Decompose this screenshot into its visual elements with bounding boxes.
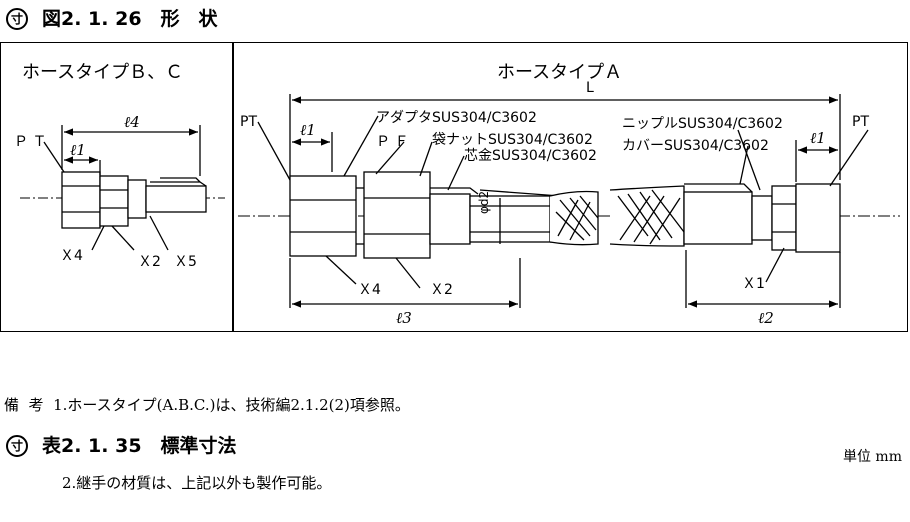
right-pt-right-label: PT (852, 114, 869, 130)
right-x2-label: Ｘ2 (430, 282, 453, 298)
right-fitting-drawing (238, 94, 900, 308)
right-l1-left-label: ℓ1 (300, 121, 316, 139)
figure-frame (0, 42, 908, 332)
left-x4-label: Ｘ4 (60, 248, 83, 264)
left-pt-label: Ｐ Ｔ (14, 134, 47, 150)
left-panel-title: ホースタイプＢ、Ｃ (22, 62, 184, 83)
dimension-mark-icon: 寸 (6, 435, 28, 457)
right-panel-title: ホースタイプＡ (497, 62, 623, 83)
left-fitting-drawing (20, 125, 225, 251)
left-x5-label: Ｘ5 (174, 254, 197, 270)
right-l1-right-label: ℓ1 (810, 129, 826, 147)
cover-material-label: カバーSUS304/C3602 (622, 138, 769, 154)
d2-label: φd2 (477, 190, 491, 214)
hose-fitting-drawing (20, 94, 900, 308)
left-l1-label: ℓ1 (70, 141, 86, 159)
table-heading: 寸表2. 1. 35 標準寸法 (6, 431, 237, 458)
nut-material-label: 袋ナットSUS304/C3602 (432, 132, 593, 148)
right-l2-label: ℓ2 (758, 309, 774, 327)
right-l3-label: ℓ3 (396, 309, 412, 327)
panel-divider (232, 42, 234, 332)
figure-heading: 寸図2. 1. 26 形 状 (6, 4, 218, 31)
table-title: 表2. 1. 35 標準寸法 (42, 435, 237, 457)
pf-label: Ｐ Ｆ (376, 134, 409, 150)
overall-length-label: L (586, 80, 594, 96)
figure-title: 図2. 1. 26 形 状 (42, 8, 218, 30)
core-material-label: 芯金SUS304/C3602 (464, 148, 597, 164)
note-line-1: 備 考 1.ホースタイプ(A.B.C.)は、技術編2.1.2(2)項参照。 (4, 396, 410, 414)
note-line-2: 2.継手の材質は、上記以外も製作可能。 (62, 474, 332, 492)
dimension-mark-icon: 寸 (6, 8, 28, 30)
left-l4-label: ℓ4 (124, 113, 140, 131)
right-x1-label: Ｘ1 (742, 276, 765, 292)
right-x4-label: Ｘ4 (358, 282, 381, 298)
unit-label: 単位 mm (842, 449, 902, 465)
right-pt-left-label: PT (240, 114, 257, 130)
nipple-material-label: ニップルSUS304/C3602 (622, 116, 783, 132)
left-x2-label: Ｘ2 (138, 254, 161, 270)
adapter-material-label: アダプタSUS304/C3602 (376, 110, 537, 126)
